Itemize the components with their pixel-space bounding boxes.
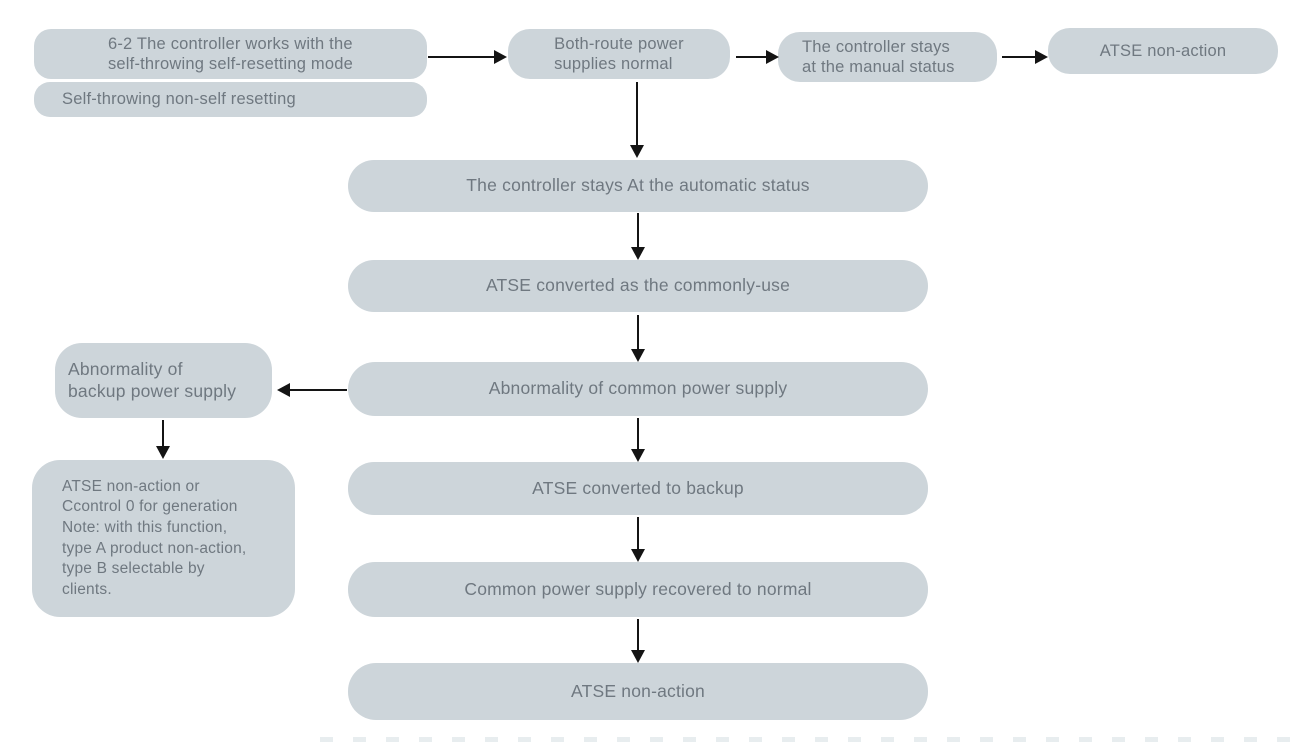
node-line: backup power supply: [68, 380, 237, 401]
node-controller-automatic-status: The controller stays At the automatic st…: [348, 160, 928, 212]
arrow-both-route-to-manual: [736, 56, 766, 58]
node-backup-abnormal-note: ATSE non-action or Ccontrol 0 for genera…: [32, 460, 295, 617]
node-label: ATSE converted as the commonly-use: [485, 275, 791, 296]
arrow-abnormal-common-to-abnormal-backup: [290, 389, 347, 391]
node-label: The controller stays At the automatic st…: [466, 175, 810, 196]
node-atse-converted-commonly-use: ATSE converted as the commonly-use: [348, 260, 928, 312]
node-common-power-recovered: Common power supply recovered to normal: [348, 562, 928, 617]
arrow-converted-commonly-to-abnormal-common: [637, 315, 639, 349]
node-line: Note: with this function,: [62, 518, 228, 536]
node-line: supplies normal: [554, 55, 673, 73]
node-label: Self-throwing non-self resetting: [62, 90, 296, 109]
node-label: ATSE non-action: [571, 680, 705, 701]
node-line: clients.: [62, 580, 112, 598]
node-self-throwing-non-self-resetting: Self-throwing non-self resetting: [34, 82, 427, 117]
node-text-block: 6-2 The controller works with the self-t…: [108, 34, 353, 75]
node-atse-non-action-manual: ATSE non-action: [1048, 28, 1278, 74]
node-line: at the manual status: [802, 58, 955, 76]
arrow-abnormal-common-to-converted-backup: [637, 418, 639, 449]
arrow-automatic-to-converted-commonly: [637, 213, 639, 247]
node-line: The controller stays: [802, 37, 950, 56]
node-self-throwing-self-resetting-mode: 6-2 The controller works with the self-t…: [34, 29, 427, 79]
arrow-mode-to-both-route: [428, 56, 494, 58]
node-line: type A product non-action,: [62, 539, 247, 557]
node-label: ATSE converted to backup: [532, 477, 744, 498]
node-label: Abnormality of common power supply: [488, 378, 788, 399]
node-text-block: The controller stays at the manual statu…: [802, 37, 955, 78]
node-text-block: Abnormality of backup power supply: [68, 359, 236, 402]
arrow-both-route-to-automatic: [636, 82, 638, 145]
arrow-recovered-to-final-non-action: [637, 619, 639, 650]
node-atse-non-action-final: ATSE non-action: [348, 663, 928, 720]
node-line: ATSE non-action or: [62, 477, 200, 495]
arrow-manual-to-non-action: [1002, 56, 1035, 58]
node-line: Ccontrol 0 for generation: [62, 498, 238, 516]
node-line: Abnormality of: [68, 358, 183, 379]
arrow-abnormal-backup-to-note: [162, 420, 164, 446]
node-line: type B selectable by: [62, 560, 205, 578]
node-label: ATSE non-action: [1099, 41, 1227, 60]
node-both-route-power-normal: Both-route power supplies normal: [508, 29, 730, 79]
node-text-block: ATSE non-action or Ccontrol 0 for genera…: [62, 477, 246, 601]
node-line: self-throwing self-resetting mode: [107, 55, 354, 73]
node-line: 6-2 The controller works with the: [107, 34, 353, 53]
node-label: Common power supply recovered to normal: [464, 578, 812, 599]
arrow-converted-backup-to-recovered: [637, 517, 639, 549]
cropped-caption-remnant: [320, 737, 1300, 742]
node-text-block: Both-route power supplies normal: [554, 34, 684, 75]
node-abnormality-common-power: Abnormality of common power supply: [348, 362, 928, 416]
node-controller-manual-status: The controller stays at the manual statu…: [778, 32, 997, 82]
node-atse-converted-backup: ATSE converted to backup: [348, 462, 928, 515]
node-abnormality-backup-power: Abnormality of backup power supply: [55, 343, 272, 418]
node-line: Both-route power: [554, 34, 684, 53]
